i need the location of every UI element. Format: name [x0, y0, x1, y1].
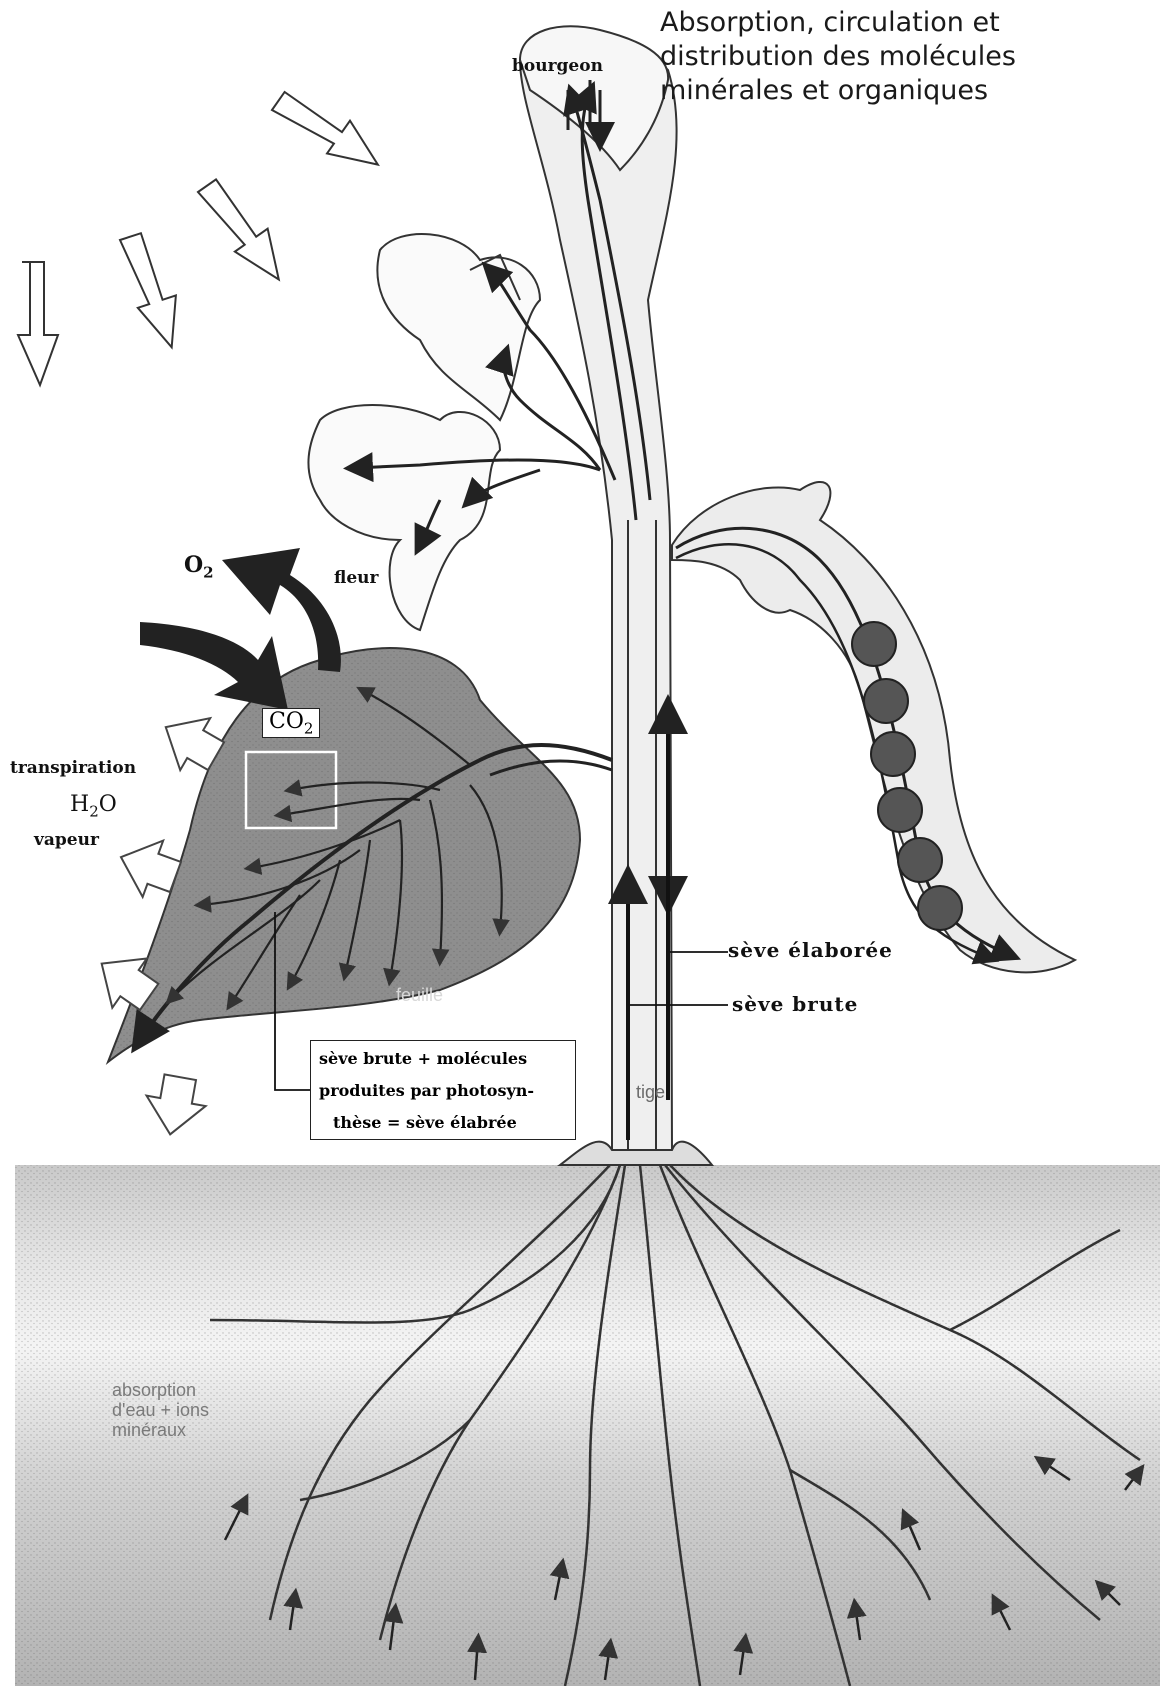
sun-arrow-4: [270, 81, 390, 181]
h2o-o: O: [99, 792, 117, 817]
absorption-line-1: absorption: [112, 1380, 209, 1400]
co2-sub: 2: [304, 719, 314, 737]
seed: [871, 732, 915, 776]
sap-composition-box: sève brute + molécules produites par pho…: [310, 1040, 576, 1140]
label-absorption: absorption d'eau + ions minéraux: [112, 1380, 209, 1440]
label-seve-elaboree: sève élaborée: [728, 938, 893, 962]
label-bourgeon: bourgeon: [512, 56, 603, 76]
label-co2: CO2: [262, 708, 320, 738]
label-vapeur: vapeur: [34, 830, 99, 850]
seed: [918, 886, 962, 930]
absorption-line-3: minéraux: [112, 1420, 209, 1440]
absorption-line-2: d'eau + ions: [112, 1400, 209, 1420]
seed: [898, 838, 942, 882]
box-line-2: produites par photosyn-: [319, 1075, 567, 1107]
seed: [878, 788, 922, 832]
box-line-3: thèse = sève élabrée: [319, 1107, 567, 1139]
o2-main: O: [184, 552, 203, 578]
flower-upper: [377, 234, 540, 420]
sunlight-arrows: [18, 81, 389, 385]
label-fleur: fleur: [334, 568, 379, 588]
label-o2: O2: [184, 552, 214, 581]
label-transpiration: transpiration: [10, 758, 136, 778]
stem: [520, 42, 712, 1165]
flower-lower: [308, 405, 500, 630]
label-seve-brute: sève brute: [732, 992, 858, 1016]
o2-sub: 2: [203, 563, 213, 581]
co2-main: CO: [269, 709, 304, 734]
box-line-1: sève brute + molécules: [319, 1043, 567, 1075]
seed: [852, 622, 896, 666]
sun-arrow-3: [195, 171, 295, 291]
seed-pod: [672, 482, 1075, 972]
label-feuille: feuille: [396, 985, 443, 1006]
label-h2o: H2O: [70, 792, 117, 820]
sun-arrow-1: [18, 262, 58, 385]
label-tige: tige: [636, 1082, 665, 1103]
h2o-h: H: [70, 792, 89, 817]
seed: [864, 679, 908, 723]
leaf: [108, 648, 612, 1062]
sun-arrow-2: [116, 229, 191, 354]
h2o-sub: 2: [89, 802, 99, 820]
co2-arrow: [140, 622, 288, 710]
diagram-title: Absorption, circulation et distribution …: [660, 6, 1080, 108]
